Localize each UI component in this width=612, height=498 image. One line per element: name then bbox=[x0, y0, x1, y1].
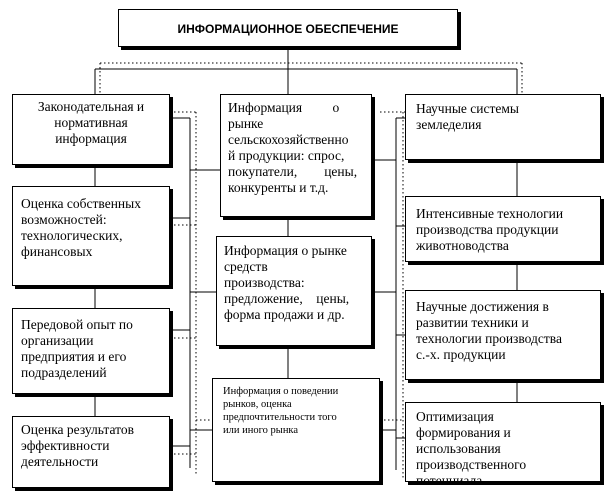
center-box-3: Информация о поведении рынков, оценка пр… bbox=[212, 378, 380, 482]
left-box-4-text: Оценка результатов эффективности деятель… bbox=[21, 422, 134, 469]
right-box-4: Оптимизация формирования и использования… bbox=[405, 402, 601, 482]
title-box: ИНФОРМАЦИОННОЕ ОБЕСПЕЧЕНИЕ bbox=[118, 9, 458, 47]
center-box-2-text: Информация о рынке средств производства:… bbox=[224, 243, 350, 322]
right-box-1-text: Научные системы земледелия bbox=[416, 101, 519, 132]
left-box-4: Оценка результатов эффективности деятель… bbox=[12, 416, 170, 488]
left-box-2-text: Оценка собственных возможностей: техноло… bbox=[21, 196, 141, 259]
center-box-3-text: Информация о поведении рынков, оценка пр… bbox=[223, 386, 339, 436]
center-box-1-text: Информация о рынке сельскохозяйственно й… bbox=[228, 100, 358, 195]
center-box-1: Информация о рынке сельскохозяйственно й… bbox=[220, 94, 372, 217]
right-box-4-text: Оптимизация формирования и использования… bbox=[416, 409, 527, 482]
right-box-1: Научные системы земледелия bbox=[405, 94, 601, 160]
left-box-1: Законодательная и нормативная информация bbox=[12, 94, 170, 165]
right-box-2: Интенсивные технологии производства прод… bbox=[405, 196, 601, 262]
left-box-2: Оценка собственных возможностей: техноло… bbox=[12, 186, 170, 286]
title-text: ИНФОРМАЦИОННОЕ ОБЕСПЕЧЕНИЕ bbox=[177, 22, 399, 36]
right-box-3-text: Научные достижения в развитии техники и … bbox=[416, 299, 562, 362]
left-box-3: Передовой опыт по организации предприяти… bbox=[12, 308, 170, 394]
center-box-2: Информация о рынке средств производства:… bbox=[216, 236, 372, 346]
left-box-3-text: Передовой опыт по организации предприяти… bbox=[21, 317, 133, 380]
left-box-1-text: Законодательная и нормативная информация bbox=[37, 99, 145, 146]
right-box-2-text: Интенсивные технологии производства прод… bbox=[416, 206, 564, 253]
right-box-3: Научные достижения в развитии техники и … bbox=[405, 290, 601, 380]
